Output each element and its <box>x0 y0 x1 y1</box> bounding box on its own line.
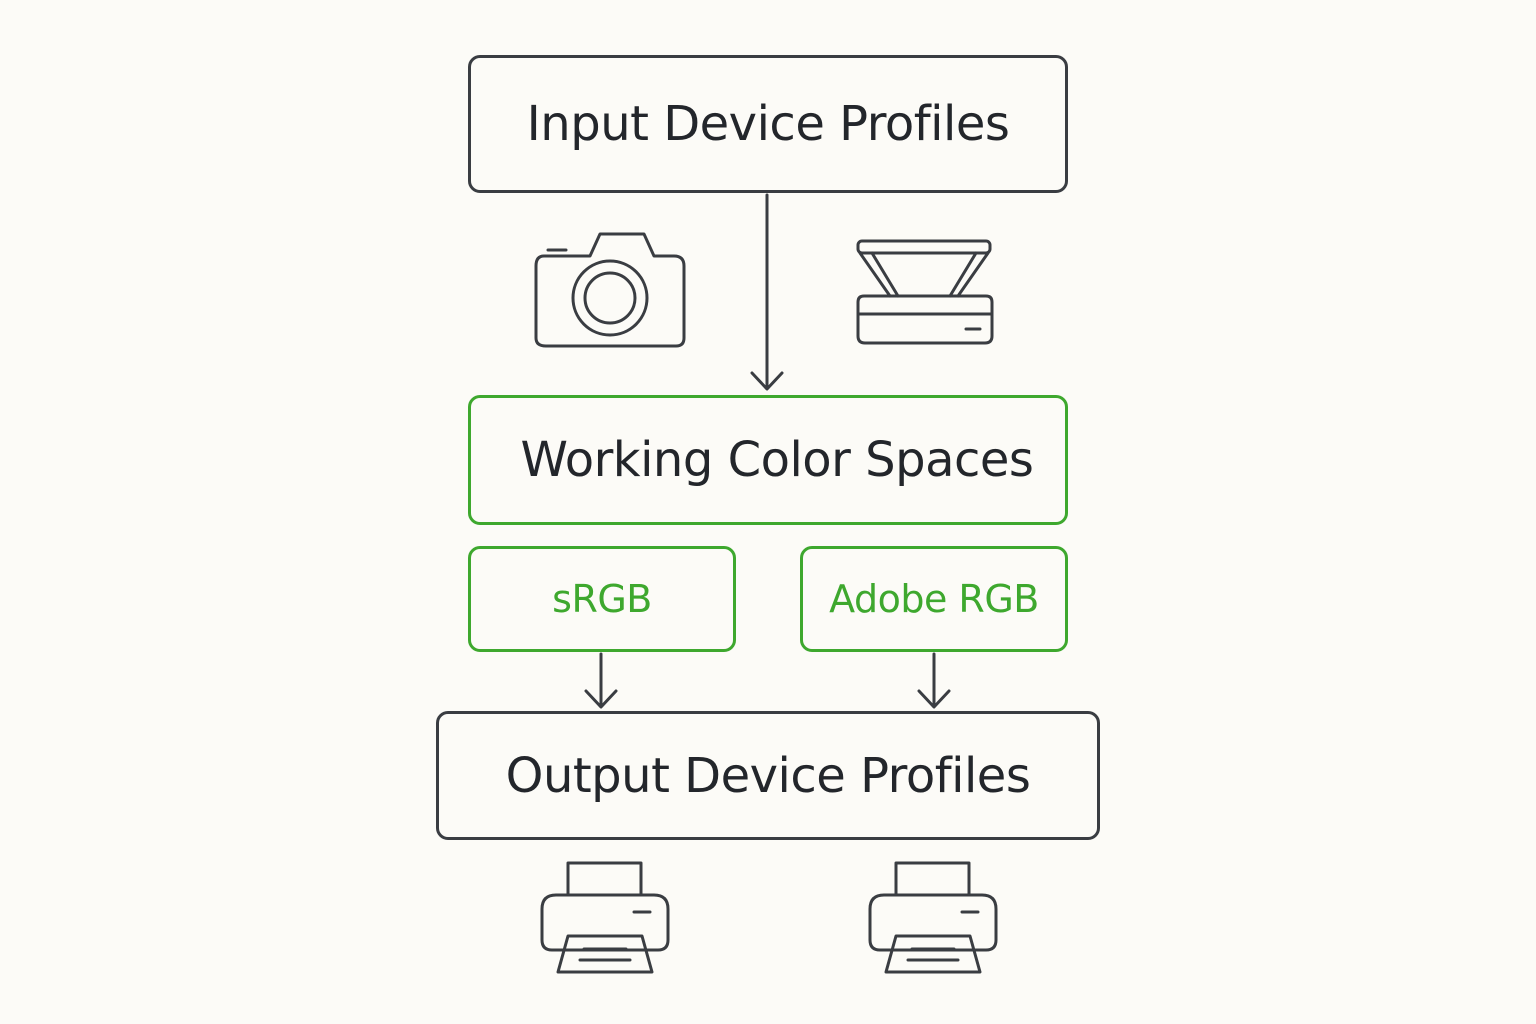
working-color-spaces-label: Working Color Spaces <box>520 432 1034 488</box>
input-device-profiles-label: Input Device Profiles <box>526 96 1010 152</box>
camera-icon <box>534 232 686 348</box>
arrow-adobe-to-output <box>917 652 951 709</box>
arrow-srgb-to-output <box>584 652 618 709</box>
adobe-rgb-box: Adobe RGB <box>800 546 1068 652</box>
srgb-box: sRGB <box>468 546 736 652</box>
scanner-icon <box>856 239 994 345</box>
arrow-input-to-working <box>750 193 784 391</box>
srgb-label: sRGB <box>552 577 652 621</box>
adobe-rgb-label: Adobe RGB <box>829 577 1039 621</box>
printer-icon <box>540 861 670 974</box>
working-color-spaces-box: Working Color Spaces <box>468 395 1068 525</box>
output-device-profiles-box: Output Device Profiles <box>436 711 1100 840</box>
printer-icon <box>868 861 998 974</box>
input-device-profiles-box: Input Device Profiles <box>468 55 1068 193</box>
output-device-profiles-label: Output Device Profiles <box>505 747 1031 804</box>
